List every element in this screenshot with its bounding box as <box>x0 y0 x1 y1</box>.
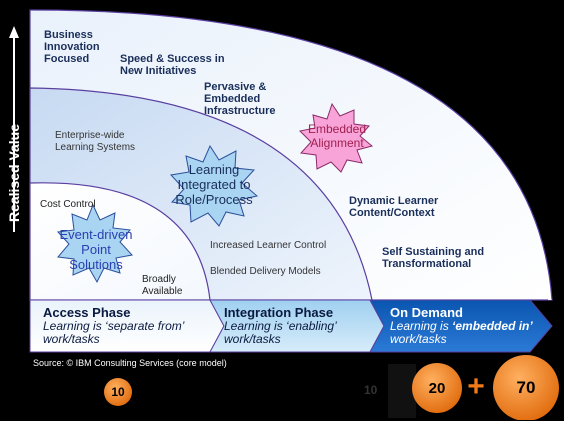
label-increased-control: Increased Learner Control <box>210 240 327 251</box>
outer-label-innovation: Business Innovation Focused <box>44 29 100 65</box>
burst-event-text: Event-driven Point Solutions <box>59 227 133 272</box>
phase-arrow-3 <box>369 299 553 353</box>
badge-left-shape <box>104 378 132 406</box>
inner-label-broadly: Broadly Available <box>142 274 183 297</box>
badge-right-shape <box>493 355 559 420</box>
source-note: Source: © IBM Consulting Services (core … <box>33 358 227 368</box>
outer-label-pervasive: Pervasive & Embedded Infrastructure <box>204 81 276 117</box>
y-axis-label: Realised Value <box>6 123 22 223</box>
phase-access: Access Phase Learning is ‘separate from’… <box>43 305 184 346</box>
burst-embedded-text: Embedded Alignment <box>307 122 367 150</box>
inner-label-cost: Cost Control <box>40 199 96 210</box>
integrated-burst-shape <box>170 144 259 227</box>
phase-integration: Integration Phase Learning is ‘enabling’… <box>224 305 337 346</box>
phase-on-demand: On Demand Learning is ‘embedded in’ work… <box>390 305 533 346</box>
y-axis-arrowhead <box>9 26 19 38</box>
middle-label-enterprise: Enterprise-wide Learning Systems <box>55 130 136 153</box>
corner-tick <box>548 296 552 300</box>
label-dynamic: Dynamic Learner Content/Context <box>349 195 439 219</box>
badge-dark-box <box>388 364 416 418</box>
burst-integrated-text: Learning Integrated to Role/Process <box>175 162 253 207</box>
embedded-burst-shape <box>298 102 374 173</box>
badge-mid: 20 <box>428 379 446 397</box>
badge-mid-shape <box>412 363 462 413</box>
event-burst-shape <box>56 203 133 284</box>
badge-right: 70 <box>516 378 536 397</box>
badge-left: 10 <box>111 385 125 399</box>
label-blended: Blended Delivery Models <box>210 266 321 277</box>
badge-faded: 10 <box>364 383 378 397</box>
label-self-sustaining: Self Sustaining and Transformational <box>382 246 485 270</box>
badge-plus: + <box>467 370 485 403</box>
outer-label-speed: Speed & Success in New Initiatives <box>120 53 225 77</box>
